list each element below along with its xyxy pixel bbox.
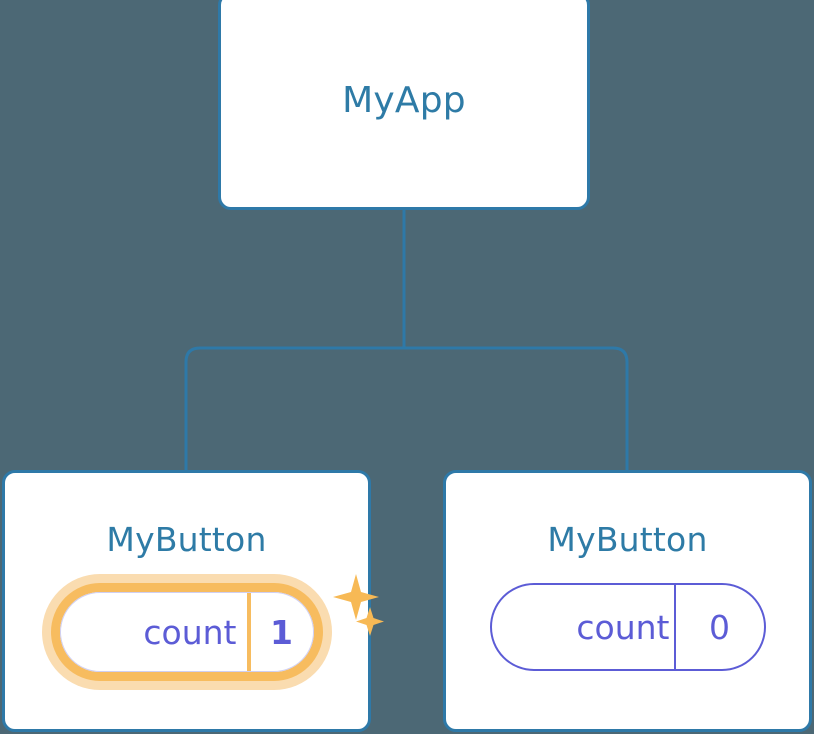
node-mybutton-left[interactable]: MyButton count 1: [2, 470, 384, 732]
node-title: MyButton: [106, 520, 267, 559]
node-title: MyApp: [342, 80, 466, 121]
node-title: MyButton: [547, 520, 708, 559]
node-mybutton-right[interactable]: MyButton count 0: [443, 470, 812, 732]
state-pill-plain[interactable]: count 0: [489, 583, 766, 671]
state-key: count: [576, 607, 670, 647]
state-pill-highlighted[interactable]: count 1: [41, 574, 384, 690]
state-value: 1: [246, 593, 313, 671]
connector-right-branch: [404, 346, 629, 470]
state-value: 0: [673, 585, 764, 669]
state-pill-body: count 0: [489, 583, 766, 671]
connector-left-branch: [184, 346, 404, 470]
state-pill-body: count 1: [59, 592, 314, 672]
node-myapp[interactable]: MyApp: [218, 0, 590, 210]
state-key: count: [143, 612, 237, 652]
